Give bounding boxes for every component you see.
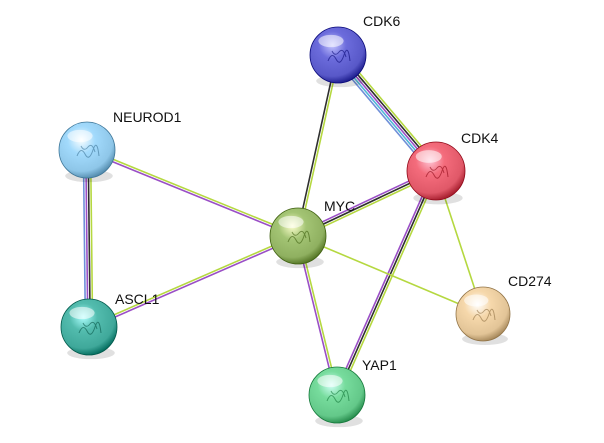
edge-line (297, 235, 484, 315)
node-highlight (69, 306, 95, 320)
edge-line (87, 149, 91, 328)
node-highlight (415, 150, 442, 163)
protein-structure-icon (78, 321, 102, 335)
protein-structure-icon (326, 389, 350, 403)
node-label: MYC (324, 198, 355, 214)
node-neurod1[interactable]: NEUROD1 (58, 109, 182, 183)
node-sphere[interactable] (455, 286, 511, 342)
node-cdk4[interactable]: CDK4 (406, 130, 499, 205)
node-label: YAP1 (362, 357, 397, 373)
edge-ascl1-myc (87, 234, 300, 329)
edge-line (89, 149, 94, 328)
protein-structure-icon (327, 49, 351, 63)
edge-line (296, 53, 338, 237)
node-ascl1[interactable]: ASCL1 (60, 291, 160, 360)
edge-myc-cd274 (297, 235, 484, 315)
edge-line (85, 149, 89, 328)
node-yap1[interactable]: YAP1 (308, 357, 397, 428)
edge-line (298, 54, 340, 238)
protein-structure-icon (425, 165, 449, 179)
node-myc[interactable]: MYC (269, 198, 355, 269)
edge-cdk6-myc (296, 53, 340, 238)
node-sphere[interactable] (309, 26, 367, 84)
edge-line (336, 170, 437, 396)
node-cdk6[interactable]: CDK6 (309, 13, 401, 88)
node-cd274[interactable]: CD274 (455, 273, 552, 345)
edge-line (87, 234, 299, 327)
edge-cdk4-yap1 (334, 169, 439, 397)
node-highlight (278, 215, 304, 229)
node-label: ASCL1 (115, 291, 160, 307)
node-label: CDK4 (461, 130, 499, 146)
node-sphere[interactable] (60, 298, 118, 356)
node-highlight (318, 34, 344, 48)
edge-line (85, 150, 299, 238)
node-sphere[interactable] (269, 207, 327, 265)
node-highlight (67, 129, 93, 143)
protein-structure-icon (287, 230, 311, 244)
node-sphere[interactable] (58, 121, 116, 179)
node-label: CD274 (508, 273, 552, 289)
edge-line (338, 171, 439, 397)
node-highlight (317, 374, 343, 388)
node-sphere[interactable] (308, 366, 366, 424)
edge-line (88, 236, 300, 329)
node-sphere[interactable] (406, 141, 466, 201)
edge-line (82, 149, 87, 328)
edge-line (334, 169, 435, 395)
node-label: NEUROD1 (113, 109, 182, 125)
edge-neurodl-myc (85, 148, 300, 238)
edge-line (86, 148, 300, 236)
edge-neurodl-ascl1 (82, 149, 94, 328)
node-label: CDK6 (363, 13, 401, 29)
protein-structure-icon (472, 308, 496, 322)
protein-structure-icon (76, 144, 100, 158)
node-highlight (464, 294, 489, 307)
